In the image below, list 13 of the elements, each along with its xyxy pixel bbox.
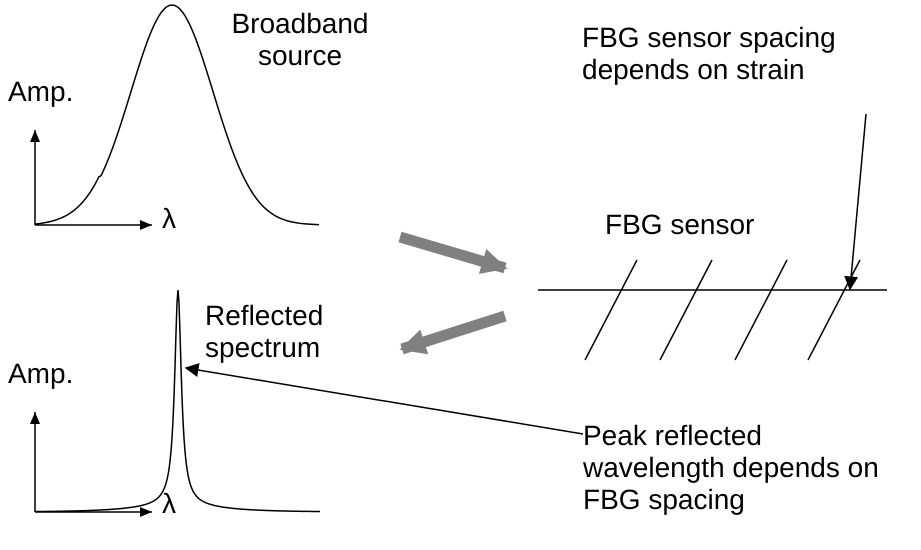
node-text: Reflected spectrum: [205, 300, 324, 364]
axis-label: Amp.: [8, 360, 74, 388]
block-arrow: [400, 310, 507, 354]
axis-label: λ: [162, 205, 176, 233]
axis-label: Amp.: [8, 78, 74, 106]
block-arrow: [398, 232, 508, 274]
leader-arrow: [184, 363, 584, 435]
leader-arrow: [844, 114, 867, 290]
node-text: Broadband source: [230, 8, 370, 72]
node-text: FBG sensor spacing depends on strain: [582, 22, 837, 86]
sensor-caption: FBG sensor: [605, 211, 754, 239]
axis-label: λ: [162, 490, 176, 518]
node-text: Peak reflected wavelength depends on FBG spacing: [583, 420, 880, 517]
